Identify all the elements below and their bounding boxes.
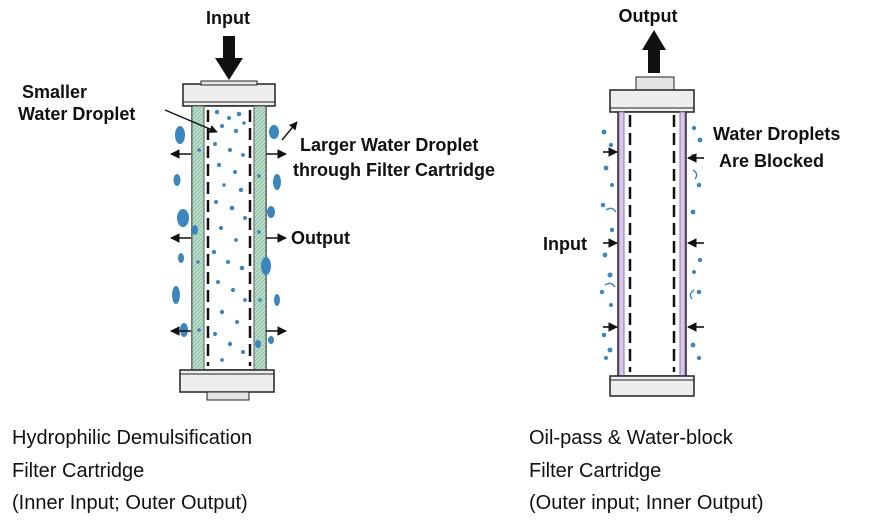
left-caption-line1: Hydrophilic Demulsification: [12, 427, 252, 449]
larger-droplet-label-line2: through Filter Cartridge: [293, 160, 495, 180]
right-cartridge-body: [617, 111, 687, 377]
right-bottom-cap: [609, 375, 695, 397]
right-filter-wall-right: [679, 111, 686, 377]
smaller-droplet-label-line2: Water Droplet: [18, 104, 135, 124]
right-top-cap: [609, 76, 695, 113]
smaller-droplet-leader: [164, 109, 218, 133]
smaller-droplet-label-line1: Smaller: [22, 82, 87, 102]
larger-droplet-leader: [281, 121, 298, 141]
left-large-droplets: [172, 125, 281, 348]
right-deflection-marks: [604, 169, 698, 300]
left-bottom-cap: [179, 369, 275, 401]
right-caption-line3: (Outer input; Inner Output): [529, 492, 764, 514]
left-cartridge: Input Smaller Water Droplet Larger Water…: [12, 8, 495, 514]
left-output-label: Output: [291, 228, 350, 248]
right-cartridge: Output Water Droplets Are Blocked Input …: [529, 6, 840, 514]
right-caption-line1: Oil-pass & Water-block: [529, 427, 734, 449]
left-input-arrow: [215, 36, 243, 80]
left-caption-line2: Filter Cartridge: [12, 460, 144, 482]
larger-droplet-label-line1: Larger Water Droplet: [300, 135, 478, 155]
left-input-label: Input: [206, 8, 250, 28]
right-output-label: Output: [619, 6, 678, 26]
right-blocked-droplets: [599, 125, 703, 361]
right-input-label: Input: [543, 234, 587, 254]
right-inward-arrows: [603, 147, 704, 332]
blocked-label-line2: Are Blocked: [719, 151, 824, 171]
blocked-label-line1: Water Droplets: [713, 124, 840, 144]
left-small-droplets: [196, 109, 262, 362]
right-caption-line2: Filter Cartridge: [529, 460, 661, 482]
left-top-cap: [182, 80, 276, 107]
right-filter-wall-left: [618, 111, 625, 377]
left-outward-arrows: [170, 149, 287, 336]
right-output-arrow: [642, 30, 666, 73]
left-filter-wall-right: [253, 105, 267, 371]
left-caption-line3: (Inner Input; Outer Output): [12, 492, 248, 514]
